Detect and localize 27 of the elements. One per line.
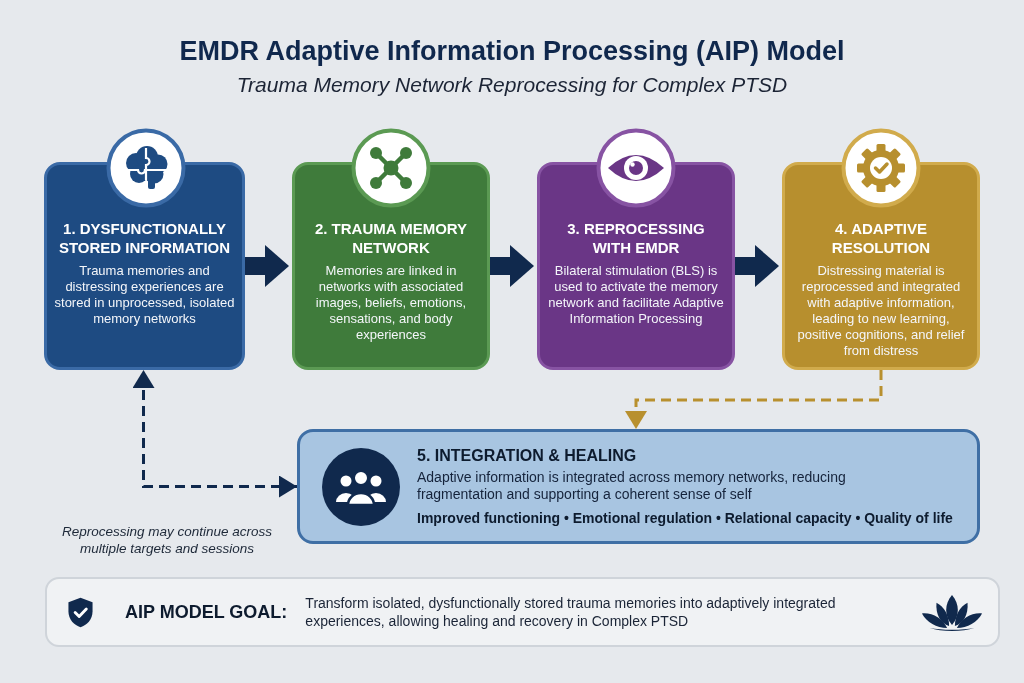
- result-panel: [297, 429, 980, 544]
- block-arrow: [490, 245, 534, 287]
- goal-label: AIP MODEL GOAL:: [125, 600, 288, 624]
- dashed-arrow: [625, 370, 883, 429]
- outcome-list: Improved functioning • Emotional regulation • Relational capacity • Quality of life: [417, 509, 953, 527]
- process-card: [292, 162, 490, 370]
- dashed-arrow: [132, 370, 297, 498]
- diagram-title: EMDR Adaptive Information Processing (AIP) Model: [179, 35, 845, 68]
- card-heading: 2. TRAUMA MEMORY NETWORK: [313, 219, 469, 257]
- note-text: Reprocessing may continue across multiple targets and sessions: [60, 523, 274, 557]
- card-description: Memories are linked in networks with associated images, beliefs, emotions, sensations, and body experiences: [314, 263, 468, 343]
- card-description: Bilateral stimulation (BLS) is used to activate the memory network and facilitate Adaptive Information Processing: [547, 263, 725, 327]
- block-arrow: [735, 245, 779, 287]
- diagram-subtitle: Trauma Memory Network Reprocessing for Complex PTSD: [236, 72, 788, 98]
- card-description: Distressing material is reprocessed and integrated with adaptive information, leading to new learning, positive cognitions, and relief from distress: [796, 263, 966, 359]
- process-card: [44, 162, 245, 370]
- card-description: Trauma memories and distressing experiences are stored in unprocessed, isolated memory networks: [53, 263, 236, 327]
- block-arrow: [245, 245, 289, 287]
- card-heading: 3. REPROCESSING WITH EMDR: [566, 219, 706, 257]
- panel-description: Adaptive information is integrated across memory networks, reducing fragmentation and supporting a coherent sense of self: [417, 469, 847, 503]
- goal-banner: [45, 577, 1000, 647]
- process-card: [782, 162, 980, 370]
- card-heading: 4. ADAPTIVE RESOLUTION: [830, 219, 932, 257]
- panel-heading: 5. INTEGRATION & HEALING: [417, 446, 637, 466]
- goal-text: Transform isolated, dysfunctionally stored trauma memories into adaptively integrated experiences, allowing healing and recovery in Complex PTSD: [305, 594, 837, 630]
- card-heading: 1. DYSFUNCTIONALLY STORED INFORMATION: [57, 219, 232, 257]
- process-card: [537, 162, 735, 370]
